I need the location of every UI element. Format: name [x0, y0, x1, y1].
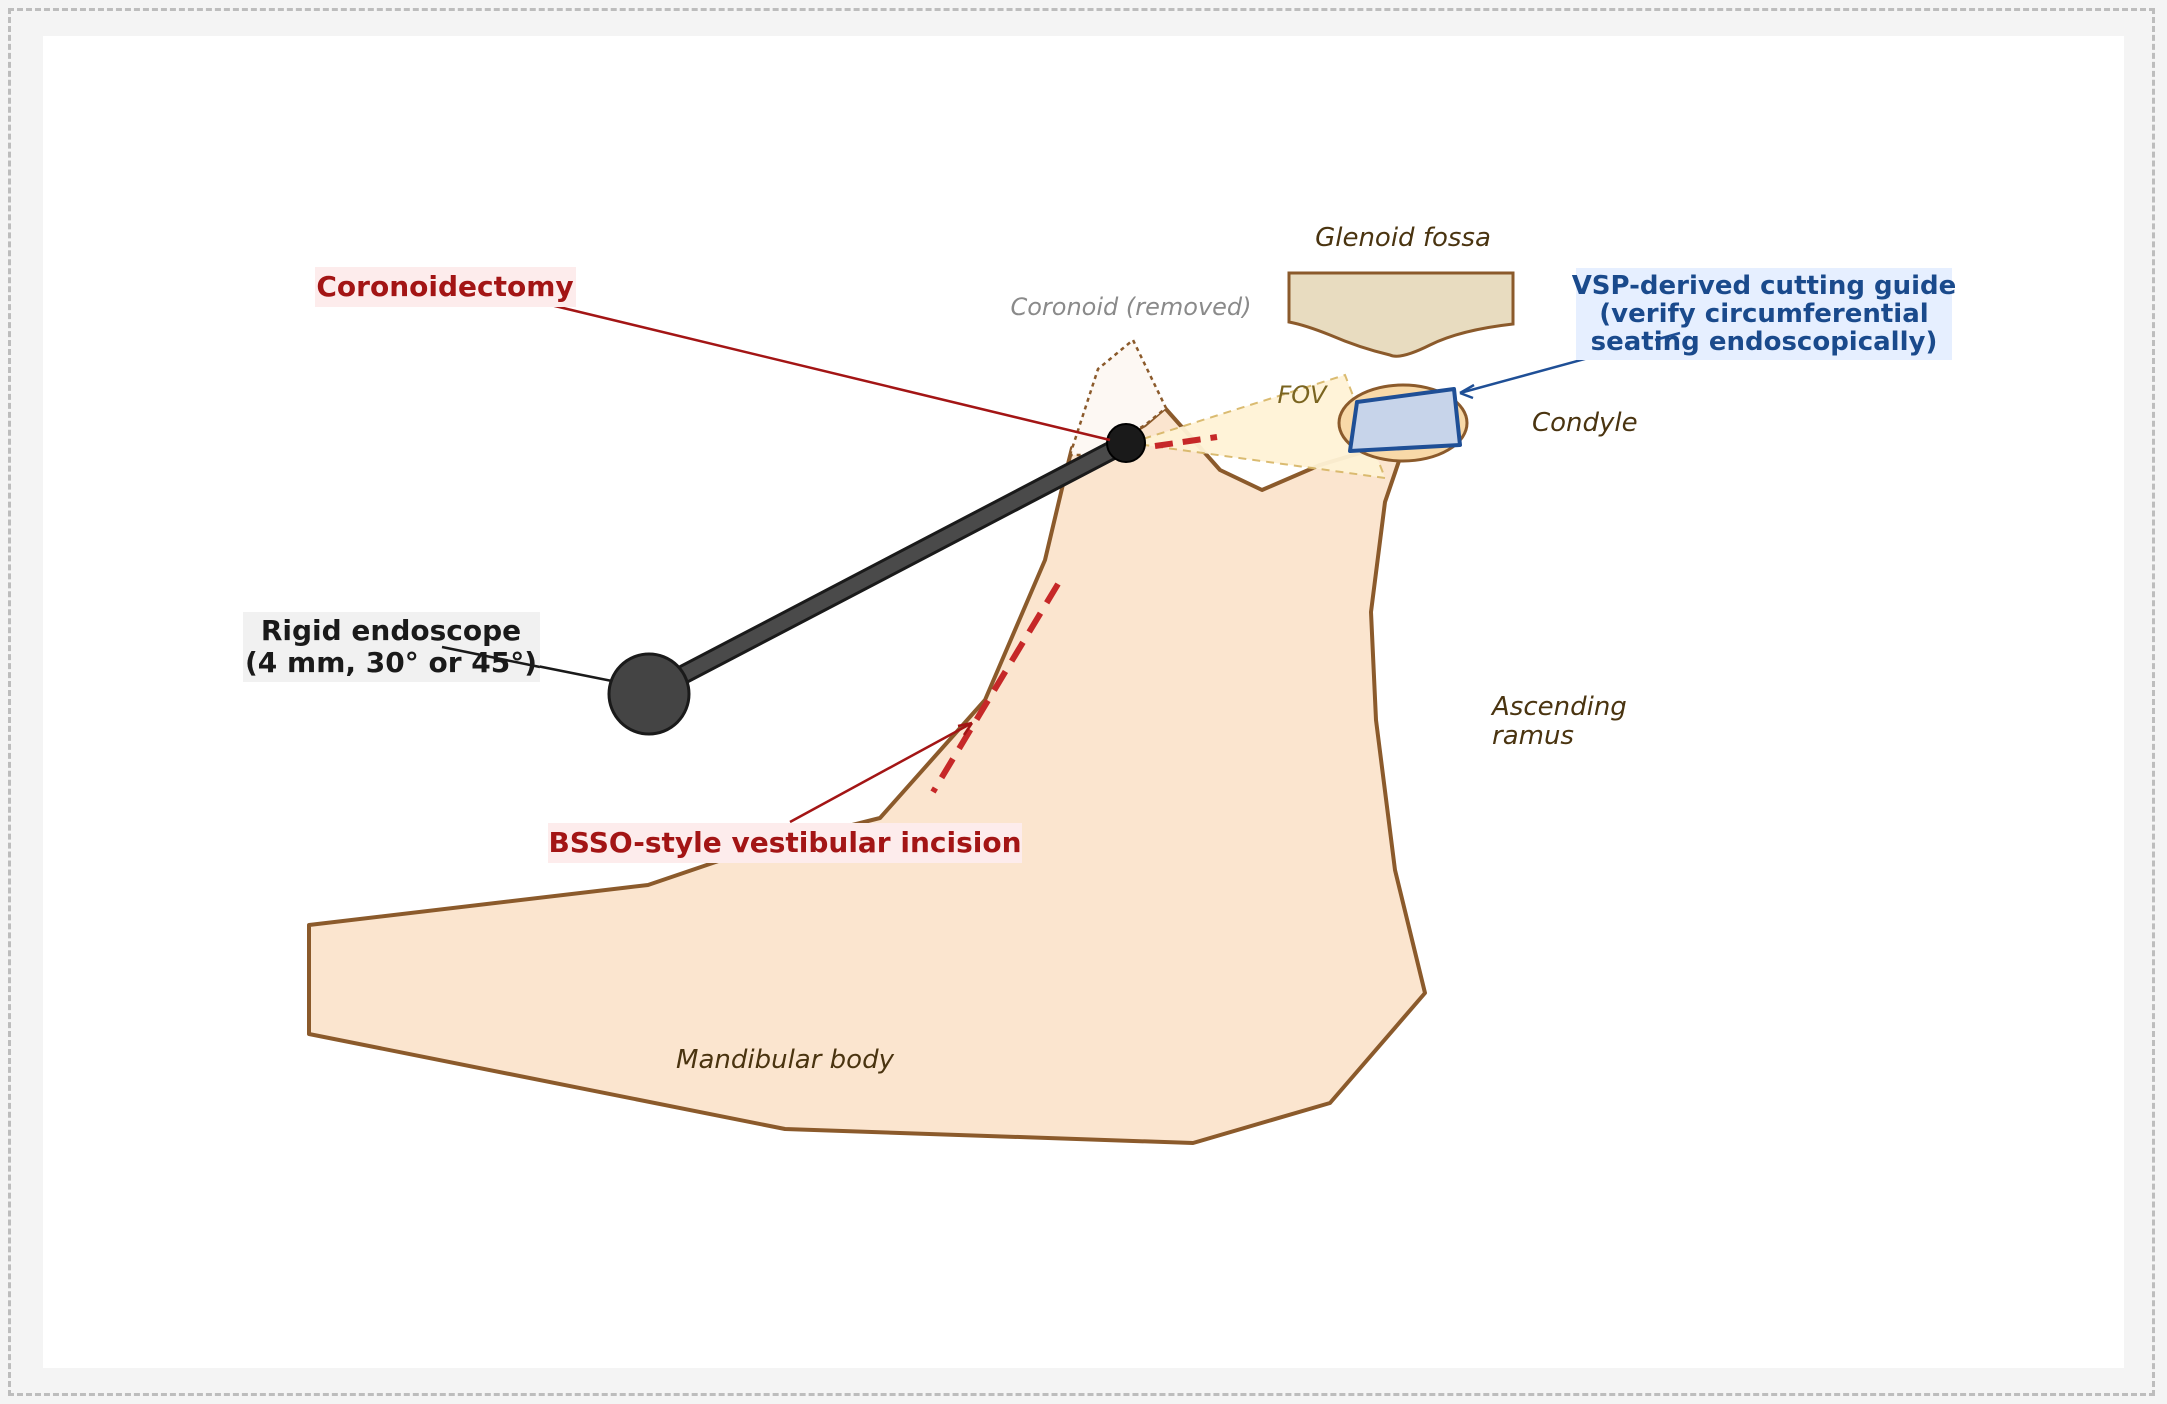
coronoidectomy-label-bg	[315, 267, 576, 307]
cutting-guide-shape	[1348, 387, 1462, 453]
coronoidectomy-leader	[529, 298, 1111, 442]
fov-label: FOV	[1277, 381, 1328, 409]
rigid-endoscope-label-line1: Rigid endoscope	[261, 614, 521, 647]
guide-leader-arrowhead	[1459, 383, 1475, 400]
endoscope-shaft	[641, 436, 1133, 700]
guide-leader-overlay	[1654, 331, 1681, 342]
endoscope-eyepiece	[607, 652, 691, 736]
bsso-incision-line	[930, 582, 1061, 794]
vsp-guide-label-line2: (verify circumferential	[1599, 299, 1928, 329]
endoscope-tip	[1106, 423, 1146, 463]
bsso-incision-label: BSSO-style vestibular incision	[548, 826, 1021, 859]
glenoid-fossa-label: Glenoid fossa	[1315, 223, 1491, 253]
bsso-leader	[789, 721, 973, 824]
ascending-ramus-label-line2: ramus	[1492, 721, 1574, 751]
coronoidectomy-cut-line	[1154, 434, 1218, 449]
condyle-label: Condyle	[1532, 408, 1638, 438]
coronoidectomy-label: Coronoidectomy	[316, 270, 573, 303]
endoscope-label-bg	[243, 612, 540, 682]
ascending-ramus-label-line1: Ascending	[1490, 692, 1627, 722]
vsp-guide-label-line3: seating endoscopically)	[1591, 327, 1938, 357]
glenoid-fossa-shape	[1287, 271, 1515, 358]
rigid-endoscope-label-line2: (4 mm, 30° or 45°)	[245, 646, 537, 679]
mandible-outline	[307, 406, 1427, 1145]
bsso-label-bg	[548, 823, 1022, 863]
endoscope-leader-overlay	[441, 645, 541, 669]
vsp-guide-label-line1: VSP-derived cutting guide	[1572, 271, 1957, 301]
guide-label-bg	[1576, 268, 1952, 360]
bsso-leader-arrowhead	[957, 721, 974, 736]
mandibular-body-label: Mandibular body	[676, 1045, 895, 1075]
coronoid-removed-label: Coronoid (removed)	[1010, 293, 1251, 321]
